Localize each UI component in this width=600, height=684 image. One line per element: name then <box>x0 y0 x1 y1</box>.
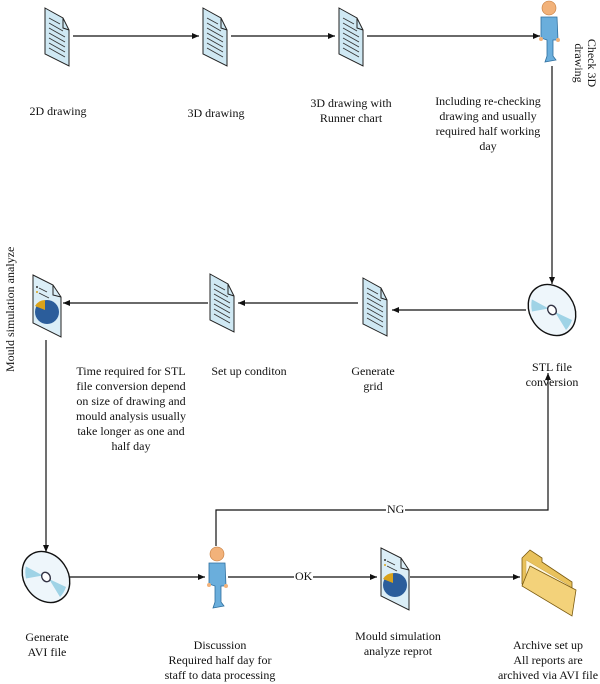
label-line: 2D drawing <box>29 104 87 118</box>
person-icon <box>538 0 561 63</box>
label-set-up-condition: Set up conditon <box>194 364 304 379</box>
label-3d-drawing: 3D drawing <box>180 106 252 121</box>
disc-icon <box>11 541 81 613</box>
node-check-3d-drawing <box>538 0 561 63</box>
label-line: take longer as one and <box>77 424 185 438</box>
label-line: grid <box>363 379 383 393</box>
node-set-up-condition <box>209 273 235 333</box>
label-check-3d-drawing: Check 3D drawing <box>572 28 599 98</box>
label-line: drawing and usually <box>439 109 537 123</box>
label-report: Mould simulation analyze reprot <box>338 629 458 659</box>
label-check-3d-note: Including re-checking drawing and usuall… <box>428 94 548 154</box>
node-2d-drawing <box>44 7 70 67</box>
document-icon <box>202 7 228 67</box>
label-line: Generate <box>25 630 69 644</box>
label-line: Required half day for <box>168 653 272 667</box>
node-discussion <box>206 546 229 609</box>
label-3d-drawing-runner: 3D drawing with Runner chart <box>296 96 406 126</box>
label-generate-avi: Generate AVI file <box>12 630 82 660</box>
report-icon <box>380 547 410 611</box>
label-line: drawing <box>572 43 586 83</box>
folder-icon <box>521 549 577 617</box>
label-line: on size of drawing and <box>76 394 186 408</box>
node-generate-grid <box>362 277 388 337</box>
node-generate-avi <box>11 541 81 613</box>
document-icon <box>338 7 364 67</box>
node-3d-drawing <box>202 7 228 67</box>
label-line: conversion <box>525 375 579 389</box>
label-line: All reports are <box>513 653 583 667</box>
label-archive: Archive set up All reports are archived … <box>488 638 600 683</box>
label-line: archived via AVI file <box>497 668 599 682</box>
label-line: day <box>479 139 497 153</box>
label-line: mould analysis usually <box>76 409 186 423</box>
document-icon <box>44 7 70 67</box>
node-3d-drawing-runner <box>338 7 364 67</box>
label-stl-conversion: STL file conversion <box>512 360 592 390</box>
report-icon <box>32 274 62 338</box>
label-line: Set up conditon <box>211 364 287 378</box>
disc-icon <box>517 274 587 346</box>
label-line: 3D drawing with <box>310 96 392 110</box>
node-report <box>380 547 410 611</box>
label-line: AVI file <box>27 645 67 659</box>
document-icon <box>209 273 235 333</box>
label-line: Check 3D <box>585 38 599 88</box>
label-2d-drawing: 2D drawing <box>22 104 94 119</box>
edge-label-ng: NG <box>386 502 406 516</box>
label-discussion: Discussion Required half day for staff t… <box>160 638 280 683</box>
label-line: Generate <box>351 364 395 378</box>
label-line: Mould simulation analyze <box>3 246 17 372</box>
edge-n10-n5-ng <box>215 373 551 546</box>
label-line: Including re-checking <box>435 94 541 108</box>
label-line: half day <box>111 439 151 453</box>
label-line: Mould simulation <box>355 629 441 643</box>
label-line: Time required for STL <box>76 364 186 378</box>
person-icon <box>206 546 229 609</box>
label-line: file conversion depend <box>76 379 186 393</box>
document-icon <box>362 277 388 337</box>
label-line: Runner chart <box>319 111 383 125</box>
label-stl-time-note: Time required for STL file conversion de… <box>66 364 196 454</box>
edge-label-ok: OK <box>294 569 314 583</box>
label-line: Archive set up <box>513 638 583 652</box>
label-line: 3D drawing <box>187 106 245 120</box>
label-generate-grid: Generate grid <box>338 364 408 394</box>
label-line: analyze reprot <box>363 644 433 658</box>
node-archive <box>521 549 577 617</box>
label-line: required half working <box>435 124 541 138</box>
label-mould-simulation-analyze: Mould simulation analyze <box>3 246 17 372</box>
label-line: Discussion <box>193 638 247 652</box>
node-mould-simulation <box>32 274 62 338</box>
node-stl-conversion <box>517 274 587 346</box>
label-line: STL file <box>532 360 572 374</box>
label-line: staff to data processing <box>164 668 276 682</box>
